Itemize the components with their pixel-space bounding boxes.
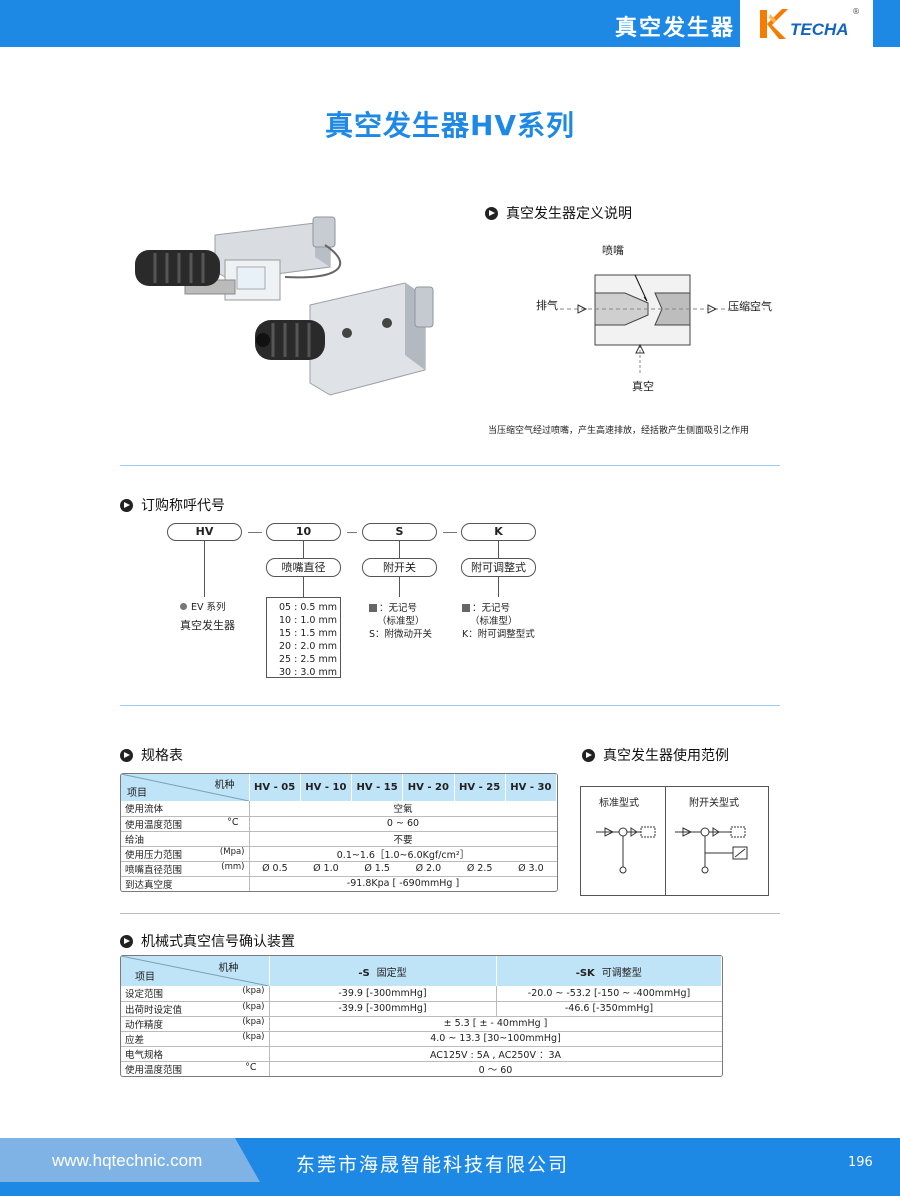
- mech-table: 机种 项目 -S 固定型 -SK 可调整型 设定范围(kpa) -39.9 [-…: [120, 955, 723, 1077]
- switch-circuit: [675, 826, 748, 874]
- page-number: 196: [848, 1155, 873, 1170]
- divider-1: [120, 465, 780, 466]
- label-with-switch: 附开关: [362, 558, 437, 577]
- model-header: HV - 15: [351, 774, 404, 801]
- spec-corner: 机种 项目: [121, 774, 250, 801]
- dash: [347, 532, 357, 533]
- label-adjustable: 附可调整式: [461, 558, 536, 577]
- spec-table: 机种 项目 HV - 05 HV - 10 HV - 15 HV - 20 HV…: [120, 773, 558, 892]
- dash: [443, 532, 457, 533]
- usage-separator: [665, 787, 666, 895]
- page-title: 真空发生器HV系列: [324, 109, 576, 142]
- divider-3: [120, 913, 780, 914]
- model-header: HV - 20: [402, 774, 455, 801]
- model-header: HV - 10: [300, 774, 353, 801]
- divider-2: [120, 705, 780, 706]
- bullet-icon: [120, 934, 133, 948]
- model-header: HV - 25: [454, 774, 506, 801]
- blank-code-icon: [462, 604, 470, 612]
- registered-mark: ®: [852, 7, 860, 16]
- silencer-front: [255, 320, 325, 360]
- order-heading: 订购称呼代号: [120, 495, 225, 515]
- table-row: 电气规格 AC125V : 5A , AC250V ：3A: [121, 1046, 722, 1062]
- table-row: 使用压力范围(Mpa) 0.1~1.6［1.0~6.0Kgf/cm²］: [121, 846, 557, 862]
- ejector-diagram: [560, 274, 765, 375]
- footer-company: 东莞市海晟智能科技有限公司: [296, 1154, 570, 1176]
- header-category: 真空发生器: [614, 16, 735, 41]
- header-separator: [740, 0, 743, 47]
- code-hv: HV: [167, 523, 242, 541]
- footer-url-band: [0, 1138, 260, 1182]
- col-fixed: -S 固定型: [269, 956, 497, 986]
- table-row: 使用温度范围°C 0 ~ 60: [121, 816, 557, 832]
- col-adjustable: -SK 可调整型: [496, 956, 722, 986]
- connector-line: [498, 541, 499, 558]
- table-row: 应差(kpa) 4.0 ~ 13.3 [30~100mmHg]: [121, 1031, 722, 1047]
- usage-switch-label: 附开关型式: [689, 798, 739, 809]
- usage-box: 标准型式 附开关型式: [580, 786, 769, 896]
- header-band-right: [873, 0, 900, 47]
- table-row: 使用温度范围°C 0 ～ 60: [121, 1061, 722, 1076]
- brand-name: TECHA: [790, 20, 849, 39]
- dot-icon: [180, 603, 187, 610]
- bullet-icon: [582, 748, 595, 762]
- table-row: 喷嘴直径范围(mm) Ø 0.5 Ø 1.0 Ø 1.5 Ø 2.0 Ø 2.5…: [121, 861, 557, 877]
- table-row: 给油 不要: [121, 831, 557, 847]
- model-header: HV - 05: [249, 774, 301, 801]
- exhaust-label: 排气: [536, 299, 558, 312]
- bullet-icon: [120, 748, 133, 762]
- switch-options: ：无记号 （标准型） S：附微动开关: [369, 603, 433, 640]
- table-row: 到达真空度 -91.8Kpa [ -690mmHg ]: [121, 876, 557, 891]
- connector-line: [303, 541, 304, 558]
- standard-circuit: [596, 826, 656, 874]
- dash: [248, 532, 262, 533]
- table-row: 使用流体 空氣: [121, 801, 557, 817]
- connector-line: [399, 577, 400, 597]
- series-name: 真空发生器: [180, 619, 235, 632]
- mech-corner: 机种 项目: [121, 956, 270, 986]
- code-size: 10: [266, 523, 341, 541]
- connector-line: [498, 577, 499, 597]
- nozzle-label: 喷嘴: [602, 244, 624, 257]
- usage-heading: 真空发生器使用范例: [582, 745, 729, 765]
- blank-code-icon: [369, 604, 377, 612]
- adjust-options: ：无记号 （标准型） K：附可调整型式: [462, 603, 535, 640]
- bullet-icon: [120, 498, 133, 512]
- connector-line: [399, 541, 400, 558]
- spec-heading: 规格表: [120, 745, 183, 765]
- definition-caption: 当压缩空气经过喷嘴，产生高速排放，经括散产生侧面吸引之作用: [488, 426, 750, 436]
- code-switch: S: [362, 523, 437, 541]
- bullet-icon: [485, 206, 498, 220]
- usage-standard-label: 标准型式: [599, 798, 639, 809]
- definition-heading: 真空发生器定义说明: [485, 203, 632, 223]
- connector-line: [303, 577, 304, 597]
- mech-heading: 机械式真空信号确认装置: [120, 931, 295, 951]
- logo-k-icon: [760, 9, 788, 39]
- label-nozzle-diameter: 喷嘴直径: [266, 558, 341, 577]
- table-row: 出荷时设定值(kpa) -39.9 [-300mmHg] -46.6 [-350…: [121, 1001, 722, 1017]
- vacuum-label: 真空: [632, 380, 654, 393]
- connector-line: [204, 541, 205, 597]
- compressed-air-label: 压缩空气: [728, 300, 772, 313]
- silencer-back: [135, 250, 220, 286]
- product-photo: [135, 216, 434, 396]
- diagonal-line: [121, 956, 269, 986]
- size-list: 05 : 0.5 mm 10 : 1.0 mm 15 : 1.5 mm 20 :…: [266, 597, 341, 678]
- table-row: 动作精度(kpa) ± 5.3 [ ± - 40mmHg ]: [121, 1016, 722, 1032]
- code-adjust: K: [461, 523, 536, 541]
- model-header: HV - 30: [505, 774, 557, 801]
- table-row: 设定范围(kpa) -39.9 [-300mmHg] -20.0 ~ -53.2…: [121, 986, 722, 1002]
- header-band: [0, 0, 740, 47]
- series-note: EV 系列: [180, 601, 226, 614]
- diagonal-line: [121, 774, 249, 801]
- footer-url[interactable]: www.hqtechnic.com: [52, 1151, 203, 1170]
